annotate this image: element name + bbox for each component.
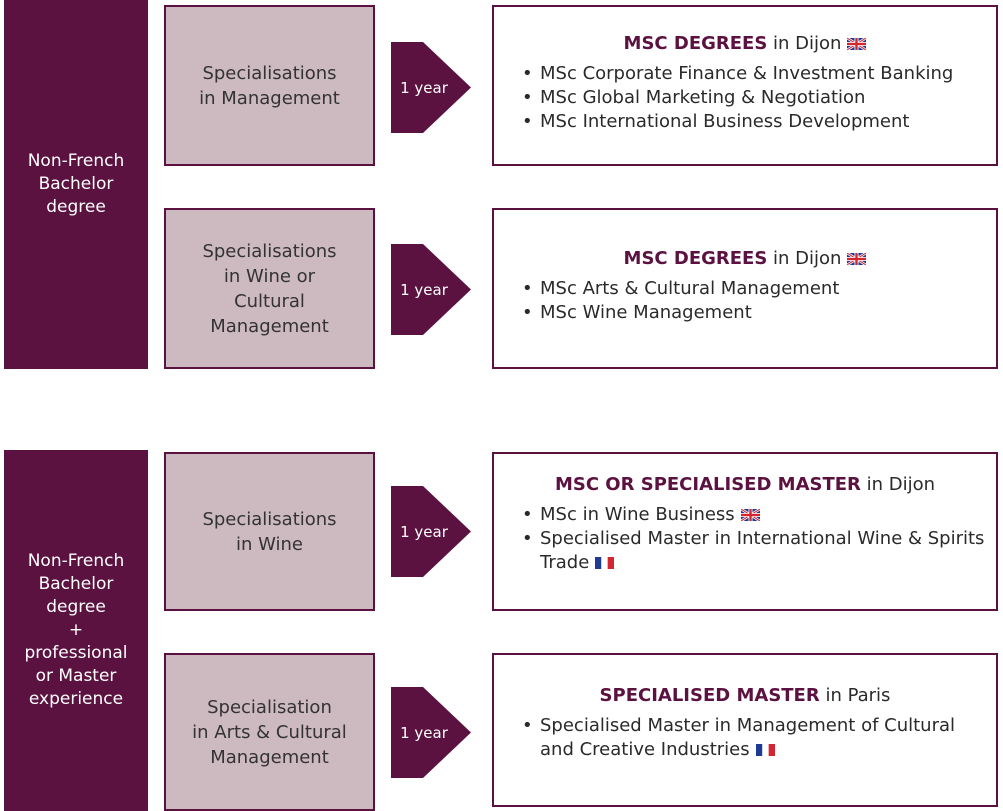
list-item: • MSc Corporate Finance & Investment Bank… bbox=[520, 62, 986, 86]
specialisation-label: Specialisations in Management bbox=[199, 62, 340, 109]
duration-arrow: 1 year bbox=[391, 244, 471, 335]
degree-box-msc-wine-cultural: MSC DEGREES in Dijon • MSc Arts & Cultura… bbox=[492, 208, 998, 369]
degree-title: SPECIALISED MASTER in Paris bbox=[504, 685, 986, 706]
specialisation-box-wine-cultural: Specialisations in Wine or Cultural Mana… bbox=[164, 208, 375, 369]
specialisation-label: Specialisations in Wine or Cultural Mana… bbox=[202, 240, 337, 337]
degree-list: • MSc in Wine Business • Specialised Maste… bbox=[504, 503, 986, 575]
degree-title-strong: MSC OR SPECIALISED MASTER bbox=[554, 474, 861, 495]
arrow-shape bbox=[391, 486, 471, 577]
list-item: • Specialised Master in Management of Cul… bbox=[520, 714, 986, 762]
degree-title: MSC DEGREES in Dijon bbox=[504, 33, 986, 54]
duration-label: 1 year bbox=[400, 723, 448, 742]
degree-location: in Dijon bbox=[767, 33, 842, 54]
list-item: • MSc Global Marketing & Negotiation bbox=[520, 86, 986, 110]
list-item: • MSc Arts & Cultural Management bbox=[520, 277, 986, 301]
duration-label: 1 year bbox=[400, 280, 448, 299]
degree-title-strong: MSC DEGREES bbox=[623, 33, 768, 54]
degree-box-specialised-master-paris: SPECIALISED MASTER in Paris • Specialised… bbox=[492, 653, 998, 807]
uk-flag-icon bbox=[847, 253, 867, 265]
degree-title-strong: MSC DEGREES bbox=[623, 248, 768, 269]
degree-box-msc-management: MSC DEGREES in Dijon • MSc Corporate Fina… bbox=[492, 5, 998, 166]
duration-arrow: 1 year bbox=[391, 687, 471, 778]
duration-arrow: 1 year bbox=[391, 42, 471, 133]
degree-list: • Specialised Master in Management of Cul… bbox=[504, 714, 986, 762]
degree-name: Specialised Master in Management of Cult… bbox=[540, 715, 956, 760]
specialisation-label: Specialisation in Arts & Cultural Manage… bbox=[192, 696, 347, 768]
uk-flag-icon bbox=[847, 38, 867, 50]
degree-name: Specialised Master in International Wine… bbox=[540, 528, 985, 573]
duration-label: 1 year bbox=[400, 522, 448, 541]
specialisation-box-management: Specialisations in Management bbox=[164, 5, 375, 166]
requirement-box-2: Non-French Bachelor degree + professiona… bbox=[4, 450, 148, 811]
degree-name: MSc in Wine Business bbox=[540, 504, 735, 525]
degree-location: in Dijon bbox=[767, 248, 842, 269]
bullet: • bbox=[522, 63, 533, 84]
degree-name: MSc Corporate Finance & Investment Banki… bbox=[540, 63, 954, 84]
degree-name: MSc Global Marketing & Negotiation bbox=[540, 87, 866, 108]
arrow-shape bbox=[391, 687, 471, 778]
list-item: • MSc in Wine Business bbox=[520, 503, 986, 527]
degree-name: MSc Arts & Cultural Management bbox=[540, 278, 840, 299]
degree-name: MSc Wine Management bbox=[540, 302, 752, 323]
arrow-shape bbox=[391, 42, 471, 133]
specialisation-label: Specialisations in Wine bbox=[202, 508, 337, 555]
specialisation-box-wine: Specialisations in Wine bbox=[164, 452, 375, 611]
bullet: • bbox=[522, 278, 533, 299]
list-item: • Specialised Master in International Win… bbox=[520, 527, 986, 575]
list-item: • MSc International Business Development bbox=[520, 110, 986, 134]
bullet: • bbox=[522, 111, 533, 132]
bullet: • bbox=[522, 302, 533, 323]
bullet: • bbox=[522, 715, 533, 736]
requirement-label: Non-French Bachelor degree + professiona… bbox=[24, 551, 128, 709]
degree-location: in Paris bbox=[819, 685, 891, 706]
bullet: • bbox=[522, 528, 533, 549]
requirement-box-1: Non-French Bachelor degree bbox=[4, 0, 148, 369]
list-item: • MSc Wine Management bbox=[520, 301, 986, 325]
uk-flag-icon bbox=[740, 509, 760, 521]
degree-box-msc-or-specialised: MSC OR SPECIALISED MASTER in Dijon • MSc … bbox=[492, 452, 998, 611]
french-flag-icon bbox=[595, 557, 615, 569]
degree-name: MSc International Business Development bbox=[540, 111, 910, 132]
degree-title-strong: SPECIALISED MASTER bbox=[599, 685, 820, 706]
degree-location: in Dijon bbox=[860, 474, 936, 495]
degree-list: • MSc Arts & Cultural Management • MSc Win… bbox=[504, 277, 986, 325]
duration-label: 1 year bbox=[400, 78, 448, 97]
specialisation-box-arts-cultural: Specialisation in Arts & Cultural Manage… bbox=[164, 653, 375, 811]
arrow-shape bbox=[391, 244, 471, 335]
degree-title: MSC DEGREES in Dijon bbox=[504, 248, 986, 269]
bullet: • bbox=[522, 504, 533, 525]
degree-title: MSC OR SPECIALISED MASTER in Dijon bbox=[504, 474, 986, 495]
requirement-label: Non-French Bachelor degree bbox=[27, 151, 125, 217]
degree-list: • MSc Corporate Finance & Investment Bank… bbox=[504, 62, 986, 134]
bullet: • bbox=[522, 87, 533, 108]
french-flag-icon bbox=[755, 744, 775, 756]
duration-arrow: 1 year bbox=[391, 486, 471, 577]
